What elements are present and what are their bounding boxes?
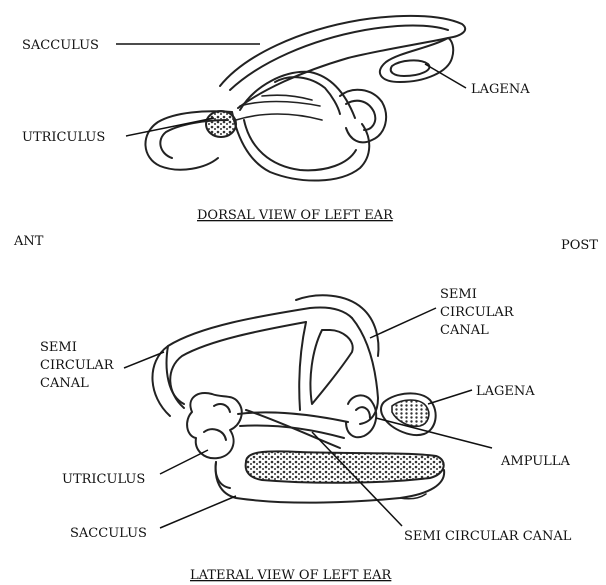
anterior-label: ANT xyxy=(13,234,44,249)
lateral-top-canal-leader xyxy=(370,308,436,338)
lateral-utriculus-label: UTRICULUS xyxy=(62,472,145,487)
lateral-sacculus-leader xyxy=(160,496,236,528)
lateral-ampulla-label: AMPULLA xyxy=(500,454,570,469)
dorsal-view-caption: DORSAL VIEW OF LEFT EAR xyxy=(197,208,394,223)
posterior-label: POST xyxy=(561,238,598,253)
lateral-sacculus-label: SACCULUS xyxy=(70,526,147,541)
dorsal-utriculus-label: UTRICULUS xyxy=(22,130,105,145)
lateral-left-canal-label-1: SEMI xyxy=(40,340,77,355)
lateral-left-canal-leader xyxy=(124,352,164,368)
dorsal-view-drawing xyxy=(145,16,465,181)
lateral-left-canal-label-3: CANAL xyxy=(40,376,89,391)
lateral-bottom-canal-label: SEMI CIRCULAR CANAL xyxy=(404,529,572,544)
dorsal-utriculus-leader xyxy=(126,118,214,136)
lateral-lagena-label: LAGENA xyxy=(476,384,535,399)
dorsal-sacculus-label: SACCULUS xyxy=(22,38,99,53)
lateral-lagena-leader xyxy=(428,390,472,404)
lateral-view-caption: LATERAL VIEW OF LEFT EAR xyxy=(190,568,393,583)
lateral-utriculus-leader xyxy=(160,450,208,474)
lateral-top-canal-label-3: CANAL xyxy=(440,323,489,338)
lateral-top-canal-label-1: SEMI xyxy=(440,287,477,302)
dorsal-lagena-label: LAGENA xyxy=(471,82,530,97)
lateral-view-drawing xyxy=(152,295,444,502)
lateral-left-canal-label-2: CIRCULAR xyxy=(40,358,115,373)
lateral-top-canal-label-2: CIRCULAR xyxy=(440,305,515,320)
